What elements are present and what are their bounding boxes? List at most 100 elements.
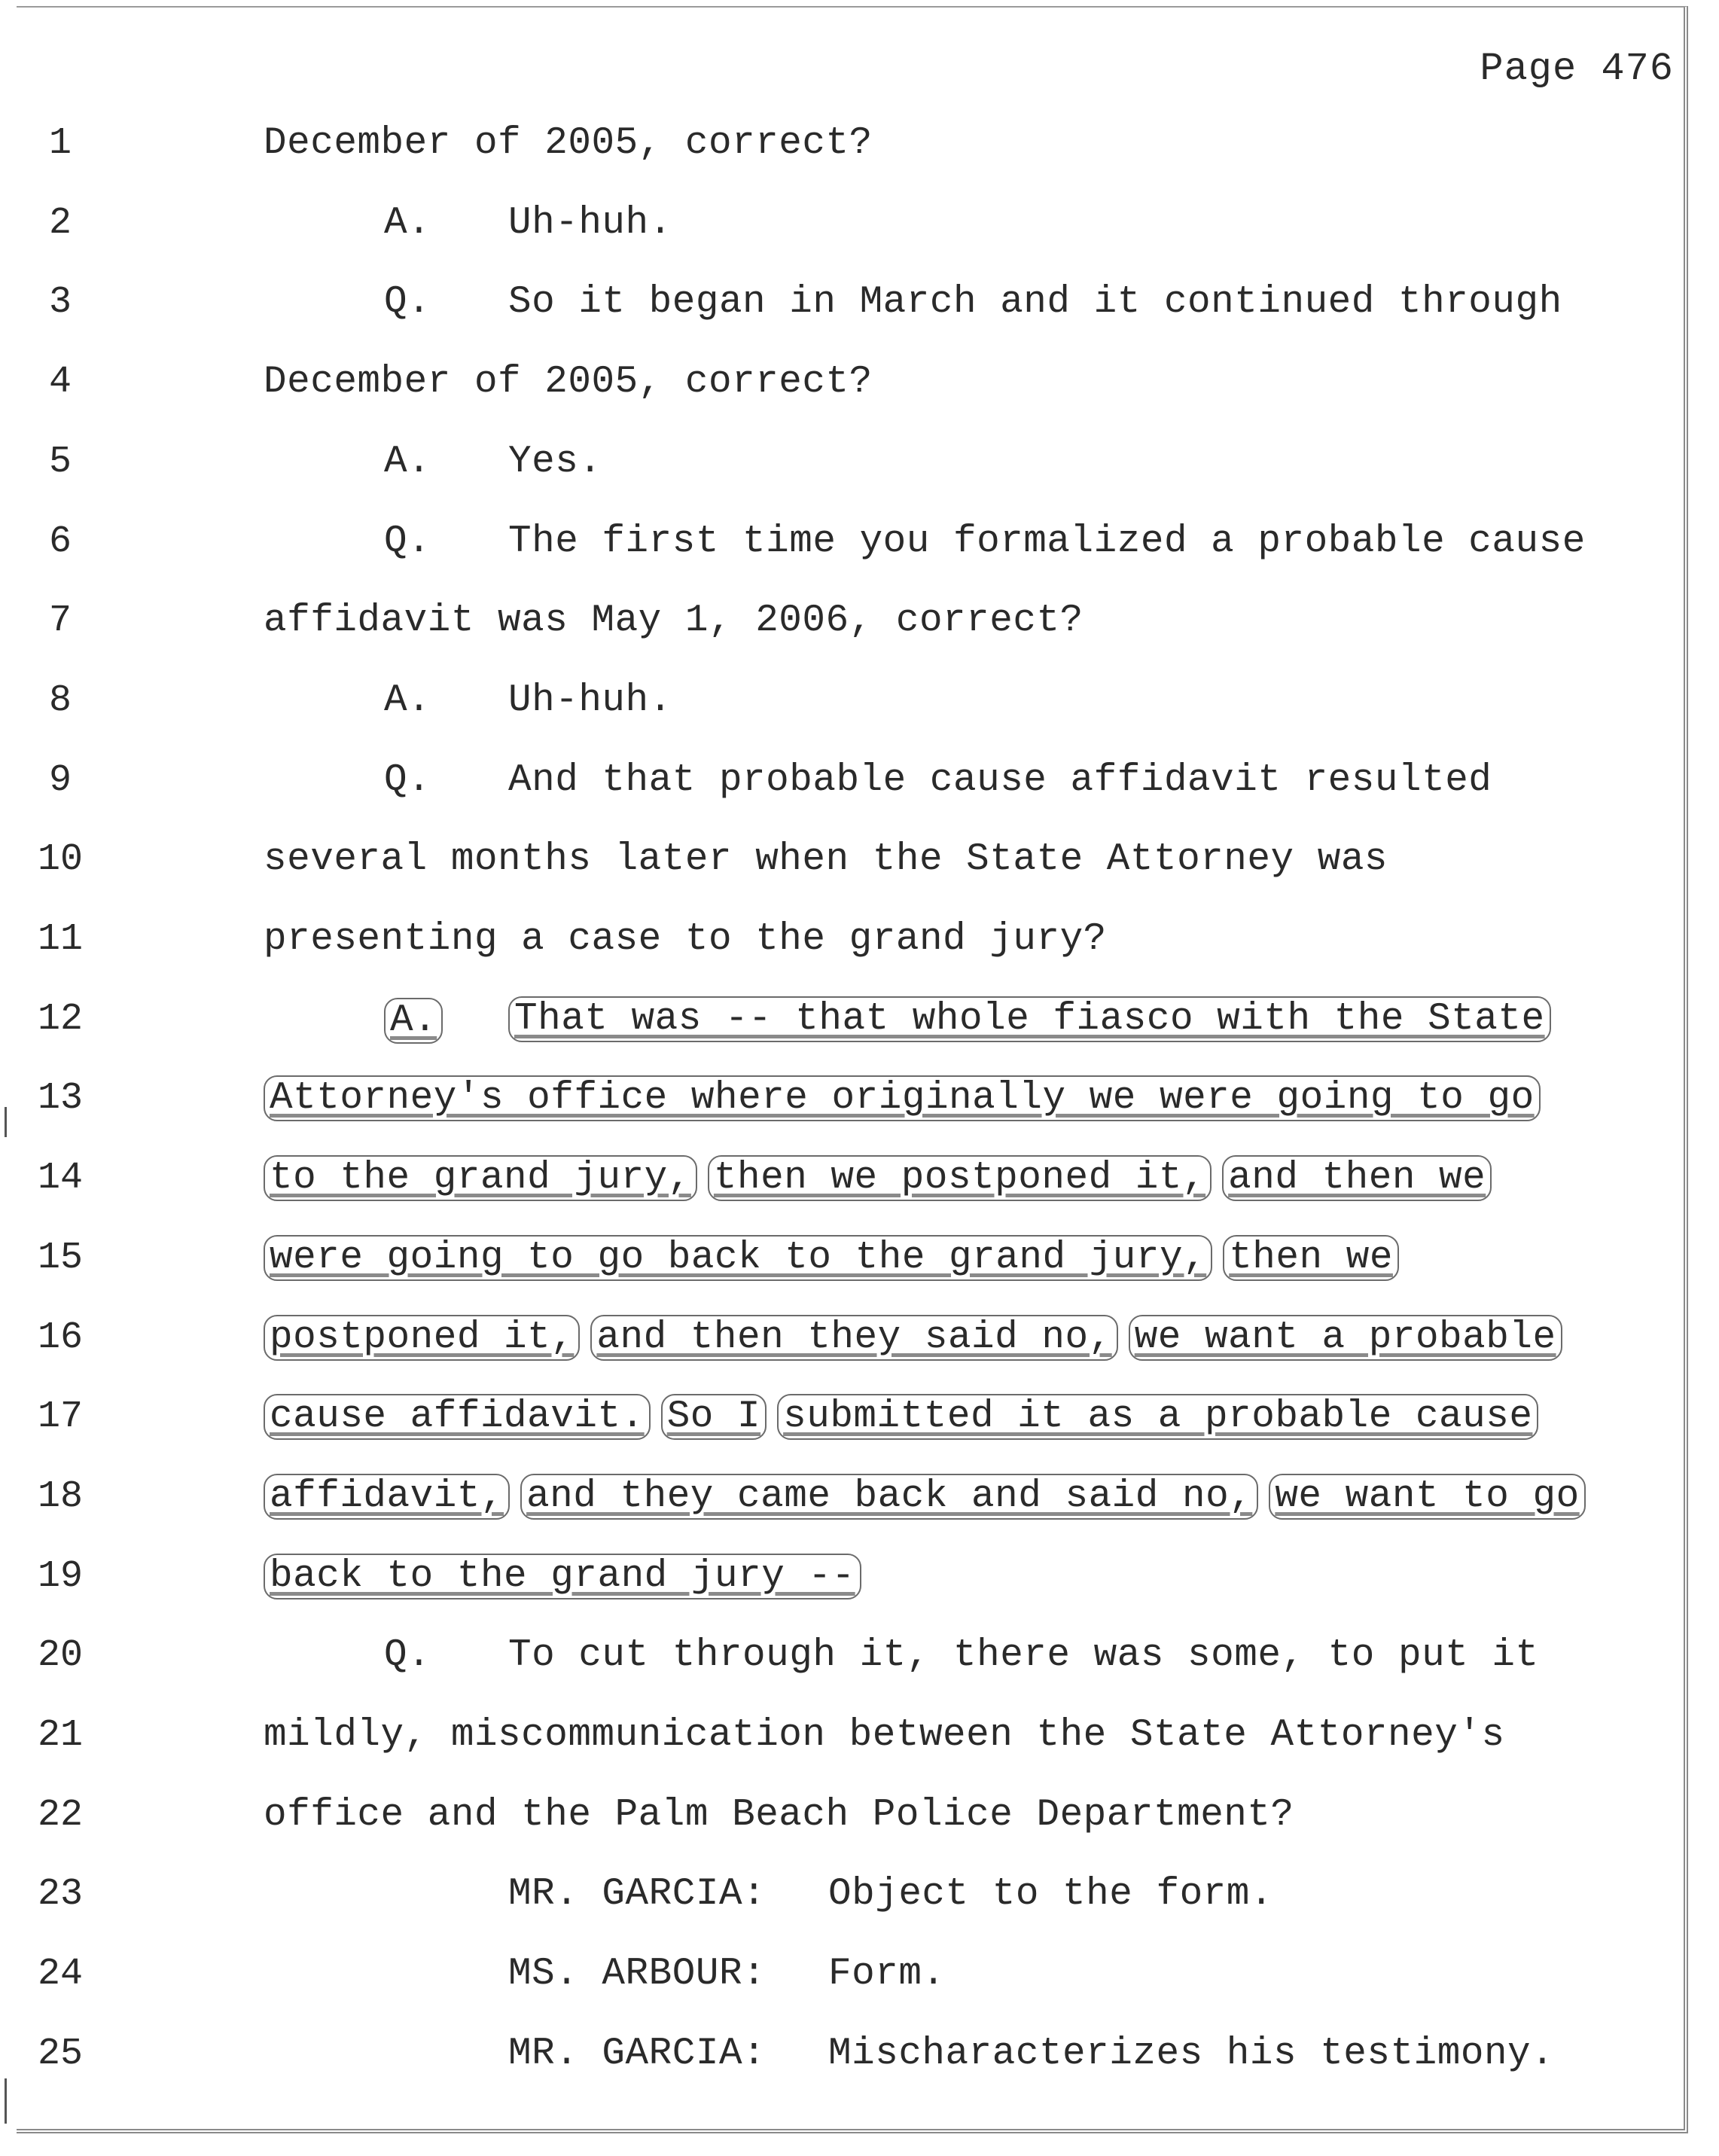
line-number: 2 [48, 201, 72, 245]
circled-phrase: then we postponed it, [707, 1155, 1212, 1202]
transcript-line: 15 were going to go back to the grand jur… [0, 1234, 1719, 1316]
circled-phrase: and then we [1222, 1155, 1492, 1202]
speaker-label: A. [384, 440, 431, 483]
line-text: To cut through it, there was some, to pu… [508, 1634, 1539, 1678]
line-number: 24 [37, 1953, 83, 1996]
circled-phrase: cause affidavit. [264, 1394, 651, 1441]
transcript-line: 2 A. Uh-huh. [0, 202, 1719, 282]
line-text: were going to go back to the grand jury,… [264, 1234, 1410, 1281]
line-number: 20 [37, 1634, 83, 1678]
transcript-line: 9 Q. And that probable cause affidavit res… [0, 759, 1719, 839]
line-text: Mischaracterizes his testimony. [828, 2032, 1555, 2075]
line-number: 25 [37, 2032, 83, 2075]
line-text: postponed it,and then they said no,we wa… [264, 1314, 1573, 1361]
line-text: Object to the form. [828, 1873, 1273, 1917]
transcript-line: 22 office and the Palm Beach Police Depar… [0, 1794, 1719, 1874]
line-number: 8 [48, 679, 72, 722]
line-number: 11 [37, 918, 83, 961]
line-number: 9 [48, 758, 72, 802]
line-text: Uh-huh. [508, 201, 672, 245]
circled-phrase: Attorney's office where originally we we… [264, 1075, 1541, 1122]
transcript-line: 8 A. Uh-huh. [0, 679, 1719, 759]
line-number: 6 [48, 520, 72, 563]
circled-phrase: to the grand jury, [264, 1155, 697, 1202]
line-text: The first time you formalized a probable… [508, 520, 1586, 563]
transcript-line: 5 A. Yes. [0, 441, 1719, 520]
circled-phrase: and then they said no, [590, 1314, 1118, 1361]
circled-phrase: and they came back and said no, [520, 1473, 1259, 1520]
circled-phrase: back to the grand jury -- [264, 1553, 861, 1599]
line-text: Attorney's office where originally we we… [264, 1075, 1551, 1122]
speaker-label: A. [384, 679, 431, 722]
line-number: 5 [48, 440, 72, 483]
line-text: December of 2005, correct? [264, 361, 873, 404]
speaker-label: Q. [384, 281, 431, 325]
line-number: 10 [37, 838, 83, 882]
line-text: back to the grand jury -- [264, 1553, 872, 1599]
speaker-label: Q. [384, 758, 431, 802]
line-text: office and the Palm Beach Police Departm… [264, 1793, 1294, 1837]
transcript-line: 18 affidavit,and they came back and said … [0, 1473, 1719, 1555]
line-number: 7 [48, 599, 72, 643]
line-text: So it began in March and it continued th… [508, 281, 1562, 325]
line-text: December of 2005, correct? [264, 122, 873, 165]
line-number: 14 [37, 1157, 83, 1200]
circled-phrase: we want to go [1269, 1473, 1586, 1520]
speaker-label: A. [384, 201, 431, 245]
line-text: And that probable cause affidavit result… [508, 758, 1492, 802]
transcript-line: 13 Attorney's office where originally we … [0, 1075, 1719, 1157]
colloquy-speaker: MR. GARCIA: [508, 2032, 767, 2075]
transcript-line: 6 Q. The first time you formalized a proba… [0, 520, 1719, 600]
transcript-line: 1 December of 2005, correct? [0, 122, 1719, 202]
line-number: 23 [37, 1873, 83, 1917]
page-number: Page 476 [1480, 47, 1674, 91]
line-text: presenting a case to the grand jury? [264, 918, 1107, 961]
line-number: 19 [37, 1554, 83, 1598]
transcript-line: 25 MR. GARCIA: Mischaracterizes his testim… [0, 2032, 1719, 2112]
transcript-line: 20 Q. To cut through it, there was some, t… [0, 1634, 1719, 1714]
line-text: mildly, miscommunication between the Sta… [264, 1714, 1505, 1757]
line-text: That was -- that whole fiasco with the S… [508, 996, 1562, 1042]
circled-phrase: postponed it, [264, 1314, 581, 1361]
transcript-line: 11 presenting a case to the grand jury? [0, 918, 1719, 998]
transcript-line: 21 mildly, miscommunication between the S… [0, 1714, 1719, 1794]
line-number: 12 [37, 997, 83, 1041]
transcript-line: 10 several months later when the State At… [0, 838, 1719, 918]
transcript-line: 16 postponed it,and then they said no,we … [0, 1314, 1719, 1396]
transcript-line: 19 back to the grand jury -- [0, 1553, 1719, 1635]
speaker-label: Q. [384, 1634, 431, 1678]
line-number: 16 [37, 1316, 83, 1359]
line-number: 4 [48, 361, 72, 404]
speaker-label: A. [384, 997, 443, 1044]
margin-mark [5, 1107, 7, 1137]
line-number: 22 [37, 1793, 83, 1837]
line-number: 18 [37, 1474, 83, 1518]
margin-mark [5, 2078, 7, 2124]
line-number: 3 [48, 281, 72, 325]
speaker-label: Q. [384, 520, 431, 563]
page-border [17, 6, 1688, 2133]
line-text: affidavit,and they came back and said no… [264, 1473, 1596, 1520]
line-number: 1 [48, 122, 72, 165]
transcript-line: 14 to the grand jury,then we postponed it… [0, 1155, 1719, 1237]
line-text: Yes. [508, 440, 602, 483]
transcript-line: 12 A. That was -- that whole fiasco with t… [0, 996, 1719, 1078]
line-text: Form. [828, 1953, 946, 1996]
line-text: several months later when the State Atto… [264, 838, 1388, 882]
line-number: 15 [37, 1236, 83, 1279]
circled-phrase: So I [660, 1394, 767, 1441]
transcript-line: 4 December of 2005, correct? [0, 361, 1719, 441]
line-text: to the grand jury,then we postponed it,a… [264, 1155, 1502, 1202]
transcript-line: 3 Q. So it began in March and it continued… [0, 281, 1719, 361]
circled-phrase: were going to go back to the grand jury, [264, 1234, 1213, 1281]
line-text: Uh-huh. [508, 679, 672, 722]
line-number: 17 [37, 1395, 83, 1439]
line-number: 21 [37, 1714, 83, 1757]
circled-phrase: That was -- that whole fiasco with the S… [508, 996, 1551, 1042]
line-number: 13 [37, 1077, 83, 1121]
